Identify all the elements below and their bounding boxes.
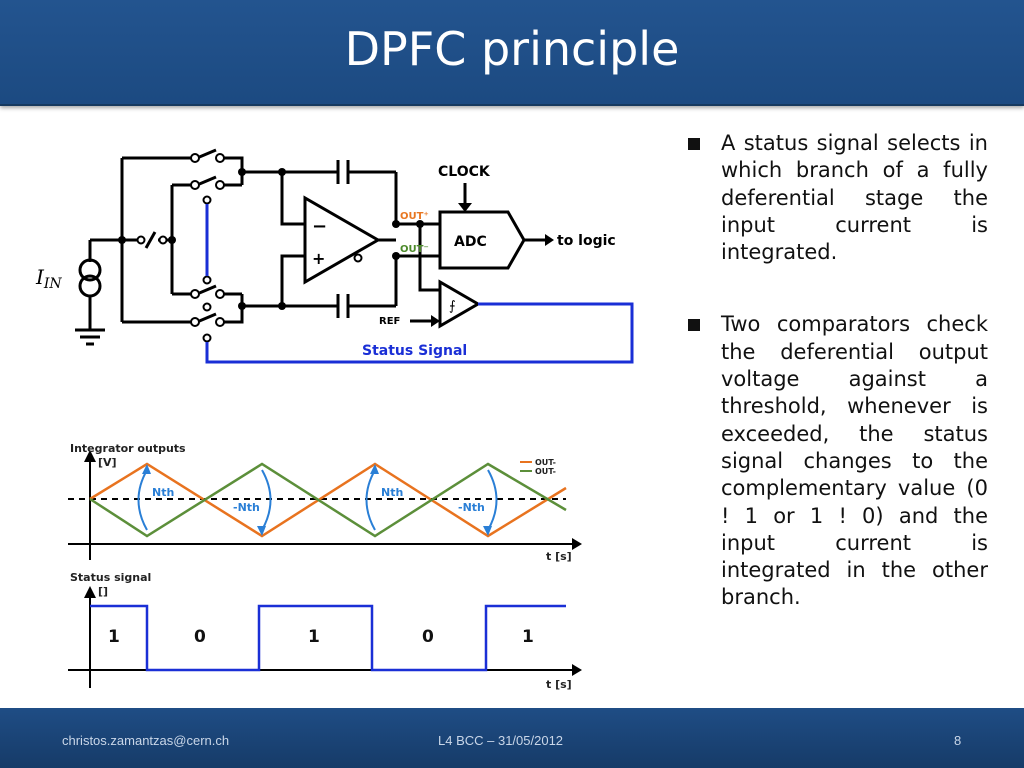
status-level-3: 1 xyxy=(308,627,320,647)
bullet-square-icon xyxy=(688,138,700,150)
status-level-1: 1 xyxy=(108,627,120,647)
annotation-nth-2: Nth xyxy=(381,486,403,499)
status-xlabel: t [s] xyxy=(546,678,572,691)
bullet-square-icon xyxy=(688,319,700,332)
circuit-diagram: IIN − + CLOCK ADC to logic OUT⁺ OUT⁻ REF… xyxy=(35,148,634,364)
opamp-plus-label: + xyxy=(312,249,325,268)
integrator-title: Integrator outputs xyxy=(70,442,186,455)
bullet-text: Two comparators check the deferential ou… xyxy=(721,312,988,610)
status-level-5: 1 xyxy=(522,627,534,647)
bullet-item: A status signal selects in which branch … xyxy=(688,130,988,266)
annotation-neg-nth-2: -Nth xyxy=(458,501,485,514)
status-level-4: 0 xyxy=(422,627,434,647)
slide-title: DPFC principle xyxy=(344,22,680,76)
out-minus-label: OUT⁻ xyxy=(400,244,429,255)
integrator-xlabel: t [s] xyxy=(546,550,572,563)
annotation-neg-nth-1: -Nth xyxy=(233,501,260,514)
title-bar: DPFC principle xyxy=(0,0,1024,106)
out-minus-trace xyxy=(89,462,567,538)
adc-label: ADC xyxy=(454,234,487,250)
clock-label: CLOCK xyxy=(438,164,491,180)
bullet-text: A status signal selects in which branch … xyxy=(721,131,988,265)
status-plot: Status signal [] t [s] 1 0 1 0 1 xyxy=(68,571,582,691)
footer-page-number: 8 xyxy=(954,733,962,748)
to-logic-label: to logic xyxy=(557,233,616,249)
out-plus-label: OUT⁺ xyxy=(400,211,429,222)
legend-out-minus: OUT- xyxy=(535,467,556,476)
integrator-plot: Integrator outputs [V] t [s] Nth -Nth Nt… xyxy=(68,442,582,563)
input-label: IIN xyxy=(35,265,62,292)
integrator-unit: [V] xyxy=(98,456,117,469)
bullet-list: A status signal selects in which branch … xyxy=(688,130,988,657)
footer-event: L4 BCC – 31/05/2012 xyxy=(438,733,564,748)
status-trace xyxy=(90,604,566,672)
legend-out-plus: OUT- xyxy=(535,458,556,467)
status-level-2: 0 xyxy=(194,627,206,647)
status-unit: [] xyxy=(98,585,108,598)
footer-email: christos.zamantzas@cern.ch xyxy=(62,733,230,748)
annotation-nth-1: Nth xyxy=(152,486,174,499)
status-signal-label: Status Signal xyxy=(362,343,467,359)
opamp-minus-label: − xyxy=(312,216,327,237)
comparator-symbol: ⨍ xyxy=(449,298,456,313)
footer-bar: christos.zamantzas@cern.ch L4 BCC – 31/0… xyxy=(0,708,1024,768)
bullet-item: Two comparators check the deferential ou… xyxy=(688,311,988,611)
status-title: Status signal xyxy=(70,571,151,584)
ref-label: REF xyxy=(379,316,400,327)
